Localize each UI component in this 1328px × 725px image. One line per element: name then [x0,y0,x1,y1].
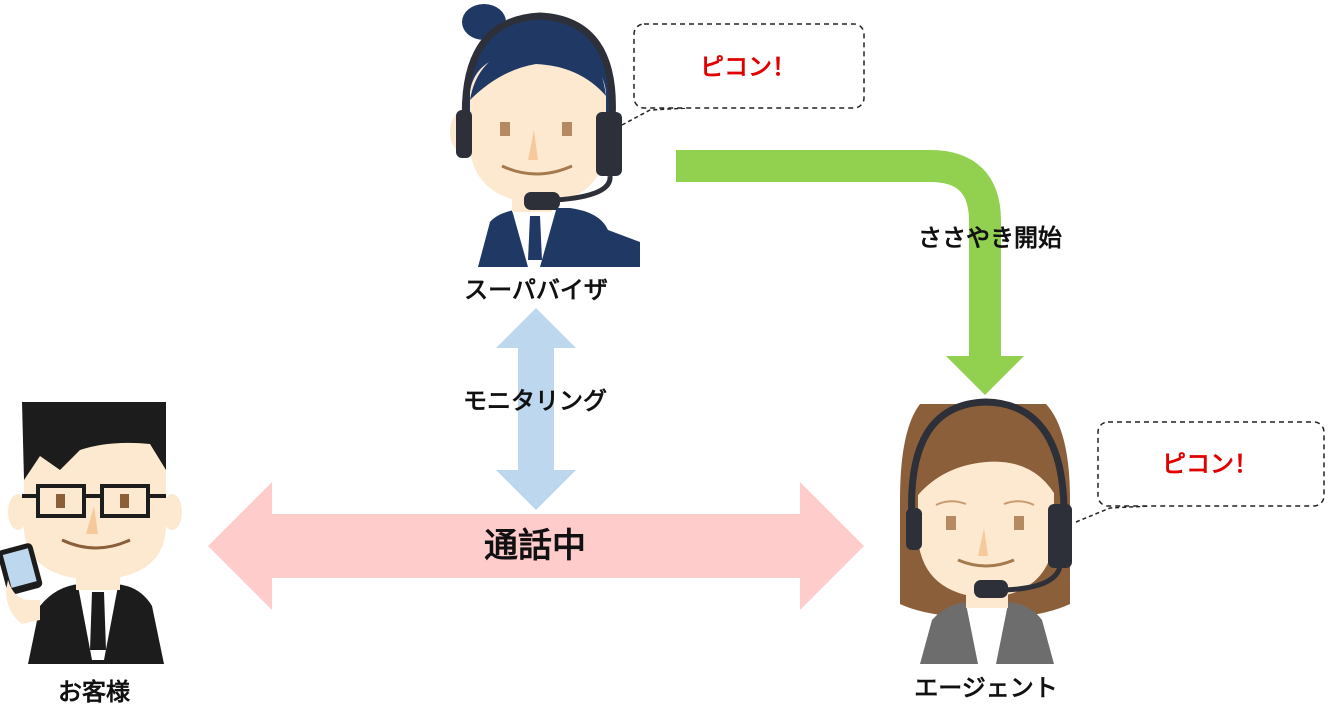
customer-label: お客様 [58,678,131,706]
supervisor-mouth [501,164,573,176]
whisper-arrow [676,150,1024,395]
supervisor-label: スーパバイザ [464,276,608,304]
whisper-arrowhead [946,356,1024,395]
customer-phone-screen [2,548,37,588]
customer-ear-right [162,494,182,530]
monitoring-arrow [496,308,576,510]
supervisor-bun [462,4,506,40]
customer-tie [90,592,106,650]
agent-bubble-tail [1075,505,1151,523]
supervisor-bubble-tail [621,107,689,126]
supervisor-tie [528,216,542,260]
customer-eye-right [120,494,129,508]
customer-glasses-right [100,484,150,518]
monitoring-label: モニタリング [463,387,607,415]
agent-label: エージェント [914,674,1058,702]
customer-nose [86,506,98,534]
supervisor-eye-left [500,122,510,136]
supervisor-speech-bubble [621,23,865,126]
customer-hair [22,402,166,480]
whisper-label: ささやき開始 [918,224,1062,252]
customer-mouth [61,538,131,550]
agent-fringe [914,428,1058,500]
supervisor-mic-boom [555,175,613,203]
agent-headset-band [908,398,1068,521]
customer-eye-left [56,494,65,508]
supervisor-eye-right [562,122,572,136]
agent-figure [900,398,1072,664]
agent-speech-bubble [1075,421,1325,523]
customer-figure [0,402,182,664]
customer-glasses-left [36,484,86,518]
call-arrow [208,482,864,610]
agent-brow-right [1003,500,1035,506]
agent-eye-left [946,516,956,530]
agent-eye-right [1014,516,1024,530]
agent-earpiece-left [906,508,922,550]
whisper-arrow-shaft [676,150,1001,356]
agent-bubble-text: ピコン！ [1162,450,1258,478]
agent-earpiece-right [1048,504,1072,568]
call-label: 通話中 [484,526,586,566]
supervisor-earpiece-left [456,110,472,158]
customer-ear-left [8,494,28,530]
customer-face [24,440,166,580]
supervisor-figure [450,4,640,267]
supervisor-bubble-text: ピコン！ [700,53,796,81]
agent-mic-boom [1003,565,1063,593]
supervisor-fringe [470,41,606,100]
agent-bubble-box [1097,421,1325,507]
supervisor-earpiece-right [596,112,622,176]
agent-mouth [957,558,1015,568]
supervisor-nose [528,130,538,160]
agent-face [918,446,1054,598]
agent-mic [974,580,1008,598]
agent-brow-left [935,500,967,506]
customer-hand [6,580,40,624]
agent-nose [978,528,988,556]
supervisor-suit [478,208,640,267]
supervisor-headset-band [461,12,616,133]
supervisor-bubble-box [633,23,865,109]
agent-blouse [966,604,1008,664]
supervisor-mic [524,192,560,210]
